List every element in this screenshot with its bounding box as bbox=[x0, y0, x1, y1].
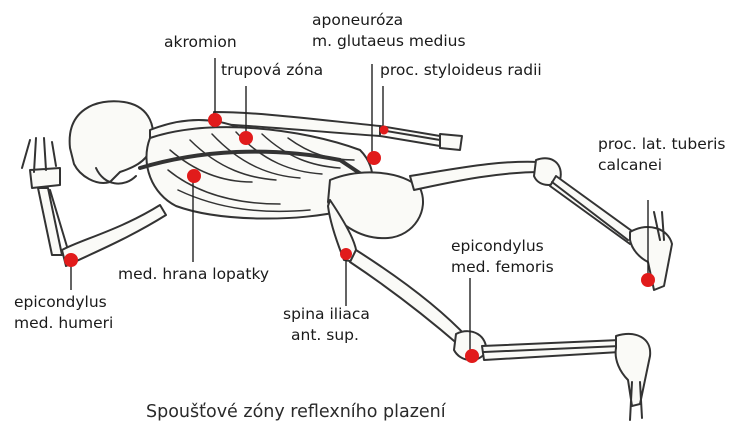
figure-caption: Spoušťové zóny reflexního plazení bbox=[146, 402, 446, 422]
skull bbox=[70, 101, 153, 183]
label-akromion: akromion bbox=[164, 32, 237, 53]
right-forearm-bones bbox=[380, 126, 440, 146]
right-tibia bbox=[482, 340, 620, 360]
label-epicondylus-femoris: epicondylus med. femoris bbox=[451, 236, 554, 278]
left-hand-bones bbox=[22, 138, 60, 188]
marker-calcanei bbox=[641, 273, 655, 287]
label-trupova-zona: trupová zóna bbox=[221, 60, 323, 81]
label-epicondylus-humeri: epicondylus med. humeri bbox=[14, 292, 113, 334]
left-tibia bbox=[550, 176, 636, 244]
marker-styloideus bbox=[380, 126, 389, 135]
left-upper-arm-bone bbox=[62, 205, 166, 266]
right-hand-bones bbox=[440, 134, 462, 150]
label-proc-styloideus: proc. styloideus radii bbox=[380, 60, 542, 81]
label-proc-lat-tuberis: proc. lat. tuberis calcanei bbox=[598, 134, 726, 176]
marker-epicondylus-femoris bbox=[465, 349, 479, 363]
label-aponeuroza: aponeuróza m. glutaeus medius bbox=[312, 10, 466, 52]
marker-gluteus bbox=[367, 151, 381, 165]
marker-spina-iliaca bbox=[340, 248, 352, 260]
marker-epicondylus-humeri bbox=[64, 253, 78, 267]
marker-med-hrana bbox=[187, 169, 201, 183]
left-femur bbox=[410, 162, 542, 190]
right-foot bbox=[616, 334, 651, 420]
marker-akromion bbox=[208, 113, 222, 127]
label-spina-iliaca: spina iliaca ant. sup. bbox=[283, 304, 370, 346]
marker-trupova-zona bbox=[239, 131, 253, 145]
left-forearm-bones bbox=[38, 188, 68, 255]
label-med-hrana-lopatky: med. hrana lopatky bbox=[118, 264, 269, 285]
